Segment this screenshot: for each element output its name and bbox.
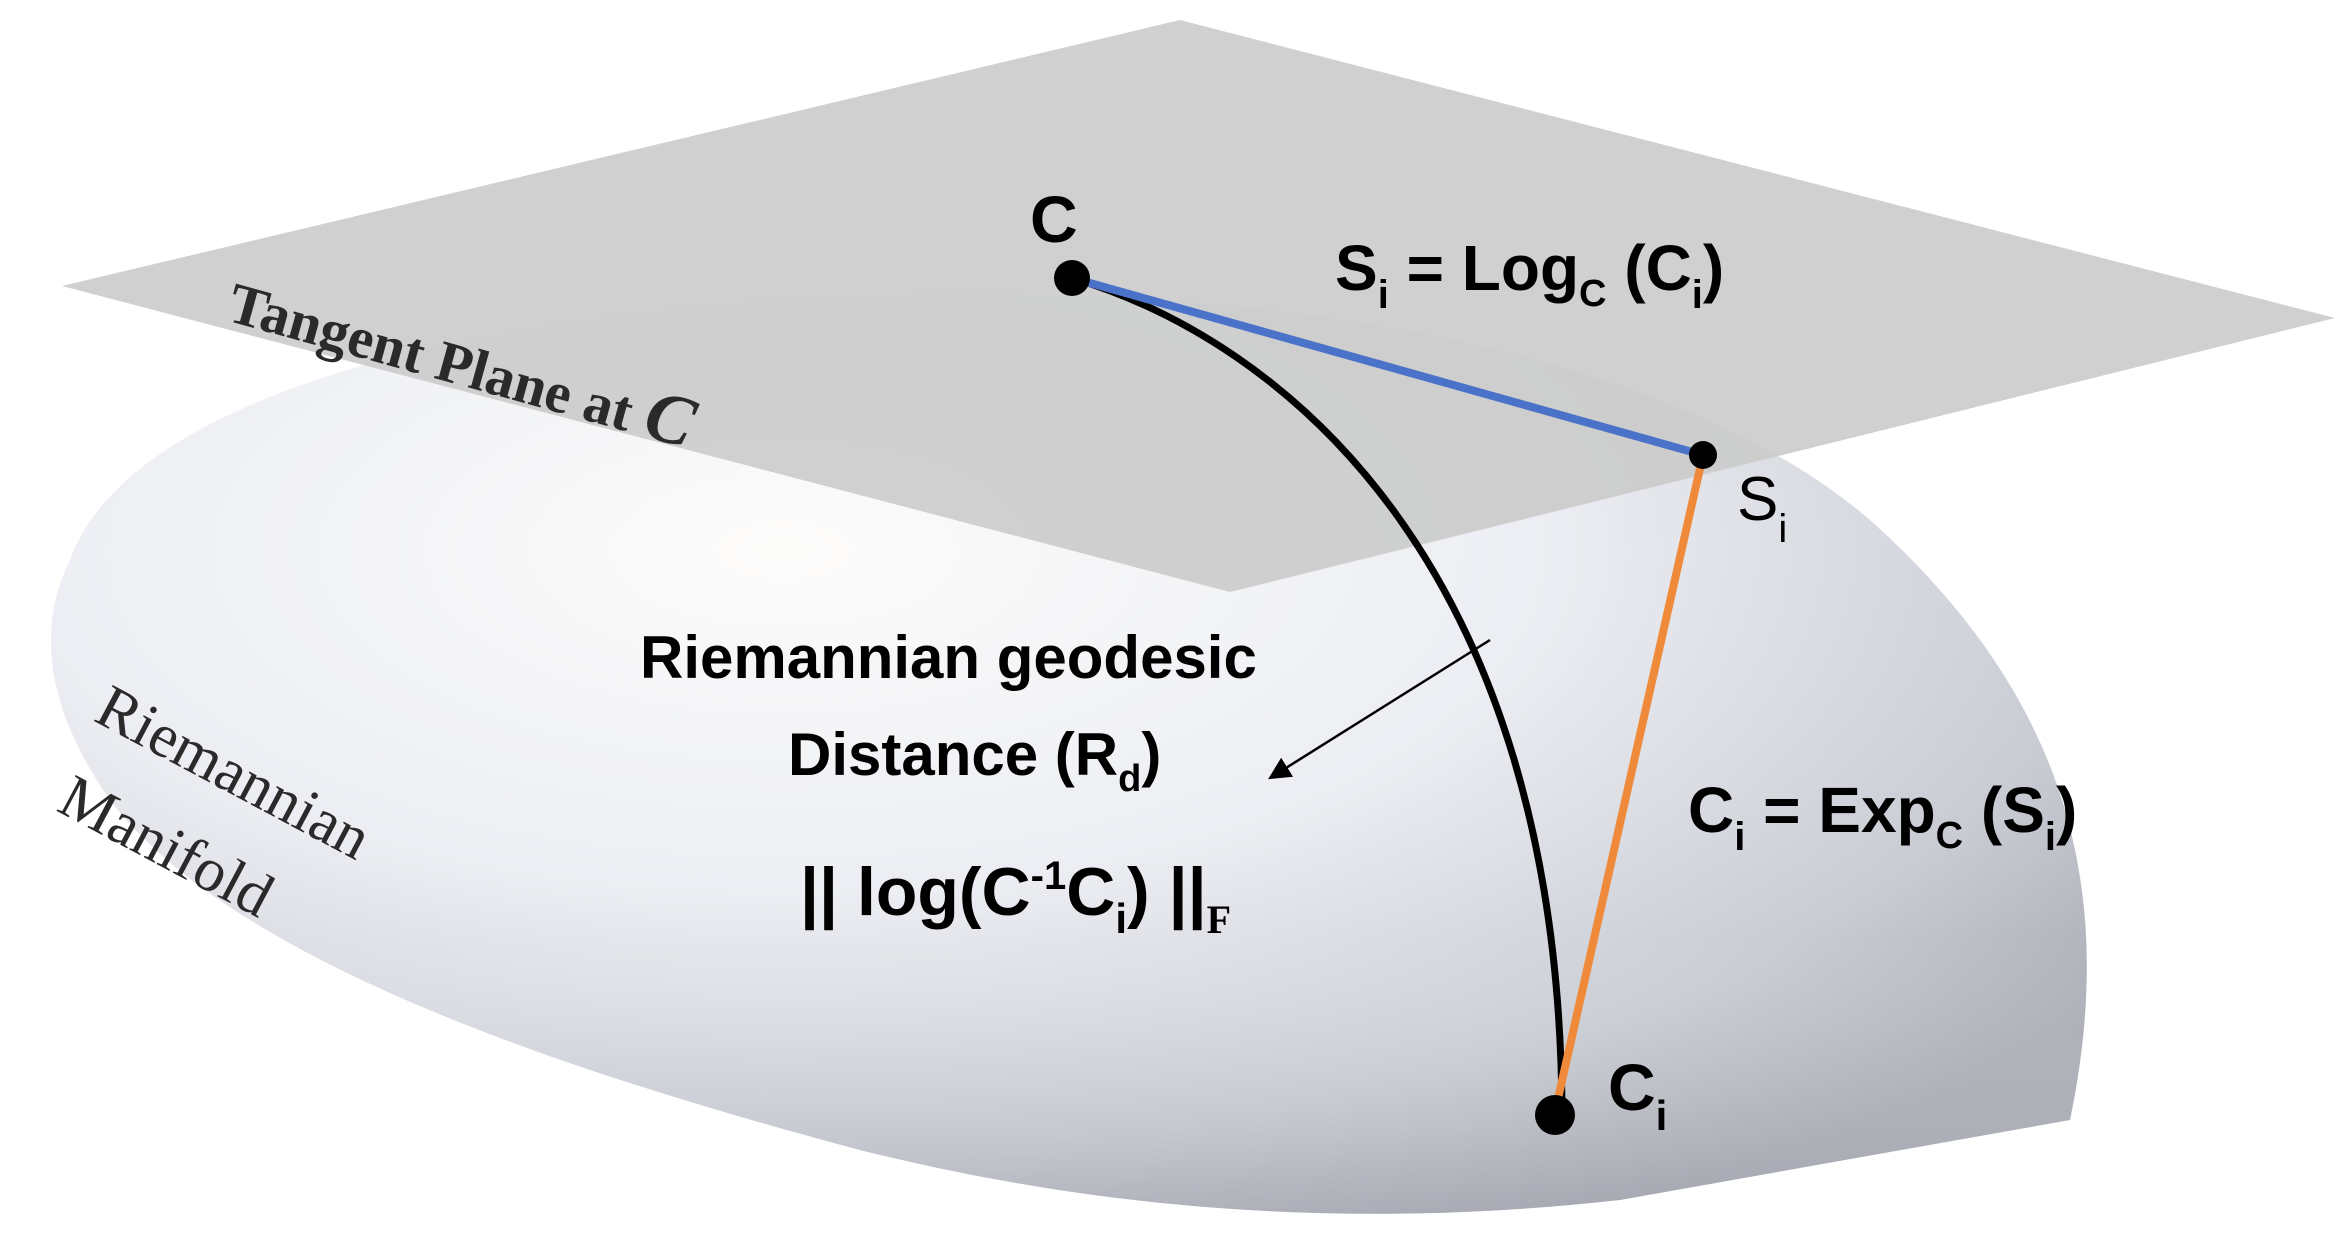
distance-label: Distance (Rd) bbox=[788, 721, 1161, 800]
geodesic-pointer-arrow bbox=[1268, 638, 1491, 780]
riemannian-manifold bbox=[50, 292, 2087, 1214]
log-eq-op: = Log bbox=[1389, 232, 1579, 304]
frobenius-norm-formula: || log(C-1Ci) ||F bbox=[800, 854, 1231, 942]
distance-prefix: Distance (R bbox=[788, 721, 1118, 788]
norm-f-sub: F bbox=[1207, 897, 1231, 942]
log-eq-open: (C bbox=[1606, 232, 1691, 304]
distance-sub: d bbox=[1118, 758, 1141, 800]
manifold-shadow bbox=[50, 292, 2087, 1214]
point-ci-dot bbox=[1535, 1095, 1575, 1135]
point-si-base: S bbox=[1737, 465, 1778, 534]
log-eq-op-sub: C bbox=[1579, 273, 1606, 315]
norm-sub: i bbox=[1115, 895, 1127, 942]
norm-mid: C bbox=[1066, 854, 1115, 930]
exp-eq-close: ) bbox=[2056, 774, 2077, 846]
point-ci-label: Ci bbox=[1608, 1050, 1667, 1139]
point-si-sub: i bbox=[1778, 507, 1787, 551]
exp-eq-lhs-sub: i bbox=[1734, 815, 1745, 859]
exp-eq-arg-sub: i bbox=[2045, 815, 2056, 859]
norm-close: ) || bbox=[1127, 854, 1207, 931]
point-si-label: Si bbox=[1737, 465, 1787, 551]
exp-map-equation: Ci = ExpC (Si) bbox=[1688, 774, 2077, 859]
geodesic-title: Riemannian geodesic bbox=[640, 624, 1257, 691]
geodesic-curve bbox=[1068, 274, 1566, 1119]
point-si-dot bbox=[1689, 441, 1717, 469]
log-map-line bbox=[1068, 274, 1707, 459]
point-ci-base: C bbox=[1608, 1050, 1656, 1124]
norm-open: || log(C bbox=[800, 854, 1031, 931]
norm-sup: -1 bbox=[1031, 854, 1067, 898]
log-eq-lhs-sub: i bbox=[1378, 273, 1389, 317]
point-ci-sub: i bbox=[1656, 1092, 1668, 1139]
tangent-plane bbox=[62, 20, 2335, 592]
exp-eq-op: = Exp bbox=[1745, 774, 1935, 846]
point-c-label: C bbox=[1030, 182, 1078, 256]
exp-eq-open: (S bbox=[1963, 774, 2045, 846]
exp-eq-lhs: C bbox=[1688, 774, 1734, 846]
exp-map-line bbox=[1551, 451, 1707, 1116]
point-c-dot bbox=[1054, 260, 1090, 296]
distance-suffix: ) bbox=[1141, 721, 1161, 788]
log-eq-lhs: S bbox=[1335, 232, 1378, 304]
exp-eq-op-sub: C bbox=[1936, 815, 1963, 857]
log-eq-close: ) bbox=[1703, 232, 1724, 304]
log-map-equation: Si = LogC (Ci) bbox=[1335, 232, 1724, 317]
log-eq-arg-sub: i bbox=[1692, 273, 1703, 317]
